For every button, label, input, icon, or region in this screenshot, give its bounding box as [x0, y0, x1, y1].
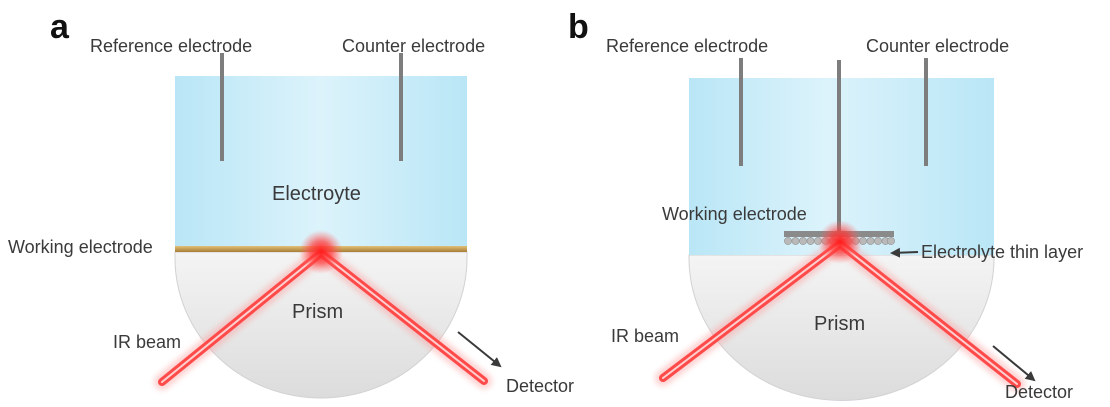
- panel-b: b: [568, 8, 1083, 402]
- thin-layer-arrow-b: [890, 247, 919, 258]
- detector-arrow-b: [992, 345, 1036, 382]
- counter-electrode-rod-a: [399, 53, 403, 161]
- working-label-a: Working electrode: [8, 237, 153, 257]
- panel-a: a Reference electrode Counter electrode …: [8, 8, 574, 399]
- electrolyte-label-a: Electroyte: [272, 183, 361, 205]
- counter-label-a: Counter electrode: [342, 36, 485, 56]
- detector-label-b: Detector: [1005, 382, 1073, 402]
- electrolyte-a: [175, 76, 467, 246]
- working-label-b: Working electrode: [662, 204, 807, 224]
- panel-a-letter: a: [50, 8, 70, 46]
- ir-label-a: IR beam: [113, 332, 181, 352]
- counter-electrode-rod-b: [924, 58, 928, 166]
- reference-electrode-rod-b: [739, 58, 743, 166]
- thin-layer-label-b: Electrolyte thin layer: [921, 242, 1083, 262]
- detector-arrow-a: [457, 331, 502, 368]
- detector-label-a: Detector: [506, 376, 574, 396]
- reflection-spot-a: [299, 230, 343, 274]
- ir-label-b: IR beam: [611, 326, 679, 346]
- working-electrode-rod-b: [837, 60, 841, 232]
- prism-label-b: Prism: [814, 313, 865, 335]
- counter-label-b: Counter electrode: [866, 36, 1009, 56]
- prism-label-a: Prism: [292, 301, 343, 323]
- prism-a: [174, 251, 468, 399]
- reference-electrode-rod-a: [220, 53, 224, 161]
- panel-b-letter: b: [568, 8, 589, 46]
- reference-label-a: Reference electrode: [90, 36, 252, 56]
- reflection-spot-b: [818, 220, 862, 264]
- reference-label-b: Reference electrode: [606, 36, 768, 56]
